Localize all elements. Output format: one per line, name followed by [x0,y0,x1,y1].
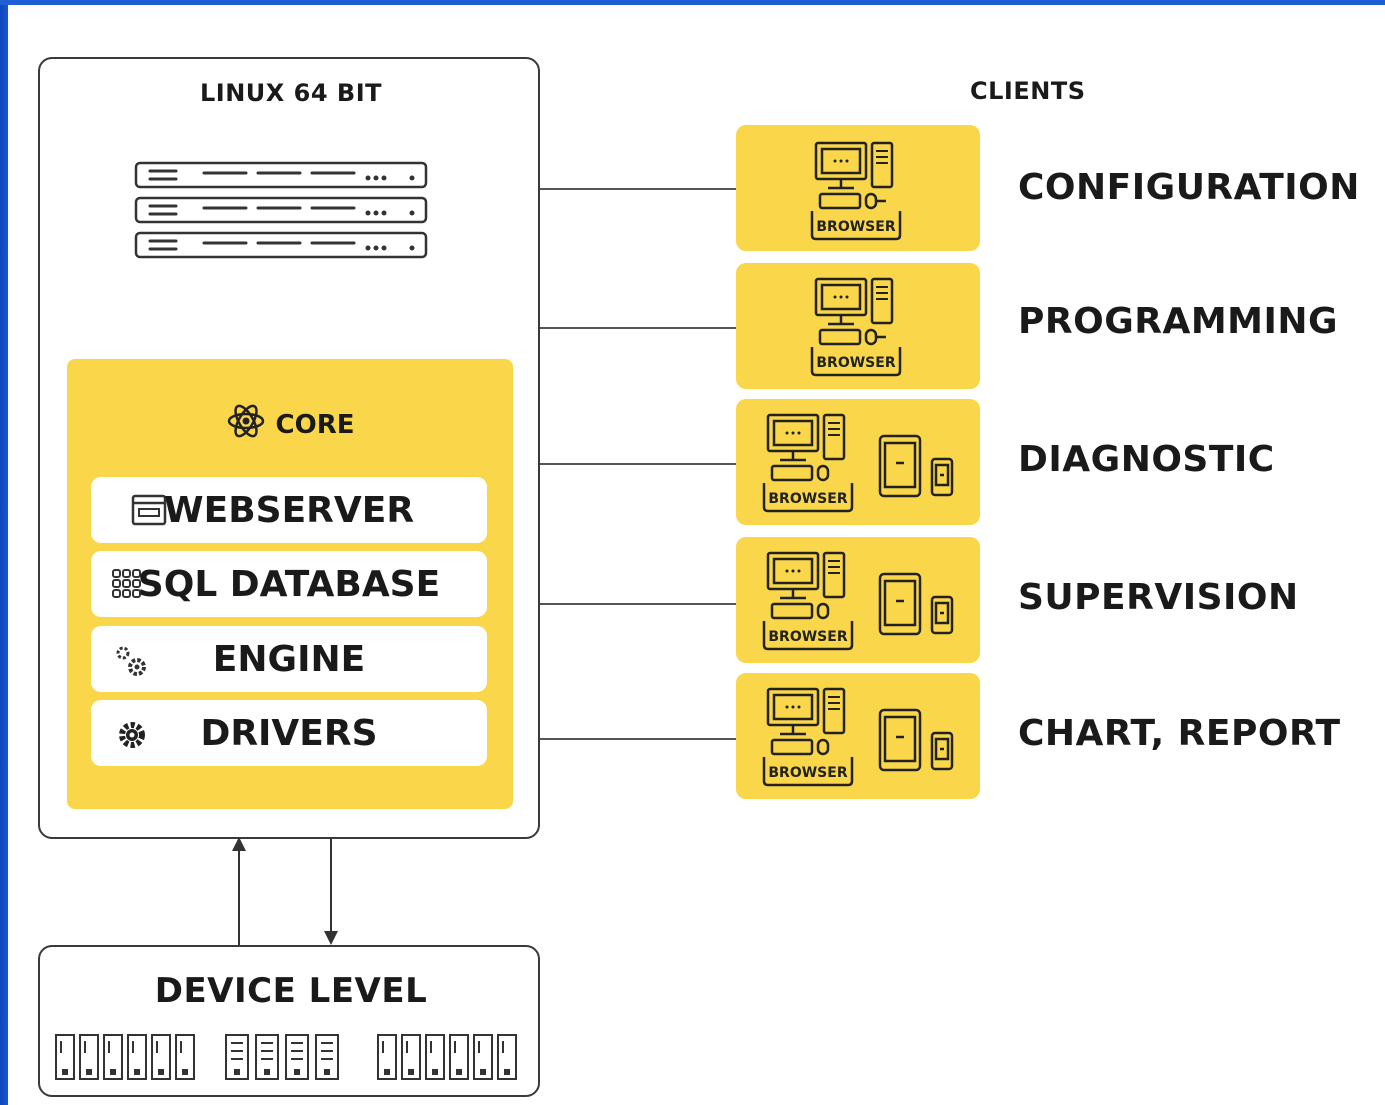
linux-server-box: LINUX 64 BIT [38,57,540,839]
connector-line [540,463,736,465]
client-card-configuration: BROWSER [736,125,980,251]
browser-label: BROWSER [816,355,895,371]
phone-icon [930,731,954,771]
client-card-programming: BROWSER [736,263,980,389]
server-box-title: LINUX 64 BIT [199,79,382,107]
core-header: CORE [67,401,513,441]
phone-icon [930,595,954,635]
device-level-title: DEVICE LEVEL [154,971,428,1011]
browser-label: BROWSER [768,629,847,645]
arrow-down-icon [324,931,338,945]
desktop-computer-icon: BROWSER [762,687,854,787]
grid-database-icon [112,569,141,598]
data-flow-arrows [232,837,338,945]
connector-line [540,327,736,329]
architecture-diagram: LINUX 64 BIT [8,5,1385,1105]
clients-title: CLIENTS [970,77,1086,105]
tablet-icon [878,708,922,772]
core-title: CORE [275,410,355,440]
desktop-computer-icon: BROWSER [762,551,854,651]
core-component-engine: ENGINE [91,626,487,692]
core-component-label: WEBSERVER [163,490,415,531]
core-panel: CORE WEBSERVER SQL DATAB [67,359,513,809]
window-top-border [0,0,1385,5]
client-label-diagnostic: DIAGNOSTIC [1018,439,1275,480]
browser-label: BROWSER [768,765,847,781]
desktop-computer-icon: BROWSER [810,141,902,241]
client-label-configuration: CONFIGURATION [1018,167,1360,208]
phone-icon [930,457,954,497]
connector-line [540,188,736,190]
tablet-icon [878,572,922,636]
desktop-computer-icon: BROWSER [810,277,902,377]
tablet-phone-icon [878,708,954,772]
browser-window-icon [131,494,167,526]
connector-line [540,738,736,740]
atom-icon [227,404,264,438]
client-label-programming: PROGRAMMING [1018,301,1339,342]
client-label-supervision: SUPERVISION [1018,577,1299,618]
device-level-box: DEVICE LEVEL [38,945,540,1097]
core-component-sql-database: SQL DATABASE [91,551,487,617]
client-card-supervision: BROWSER [736,537,980,663]
desktop-computer-icon: BROWSER [762,413,854,513]
arrow-up-icon [232,837,246,851]
browser-label: BROWSER [816,219,895,235]
core-component-webserver: WEBSERVER [91,477,487,543]
core-component-drivers: DRIVERS [91,700,487,766]
server-rack-icon [134,161,428,259]
client-label-chart-report: CHART, REPORT [1018,713,1341,754]
io-modules-icon [55,1034,517,1080]
tablet-phone-icon [878,434,954,498]
gear-icon [119,722,145,748]
client-card-diagnostic: BROWSER [736,399,980,525]
core-component-label: SQL DATABASE [137,564,441,605]
tablet-phone-icon [878,572,954,636]
core-component-label: ENGINE [212,639,366,680]
browser-label: BROWSER [768,491,847,507]
core-component-label: DRIVERS [200,713,378,754]
tablet-icon [878,434,922,498]
connector-line [540,603,736,605]
client-card-chart-report: BROWSER [736,673,980,799]
gears-icon [116,646,146,676]
